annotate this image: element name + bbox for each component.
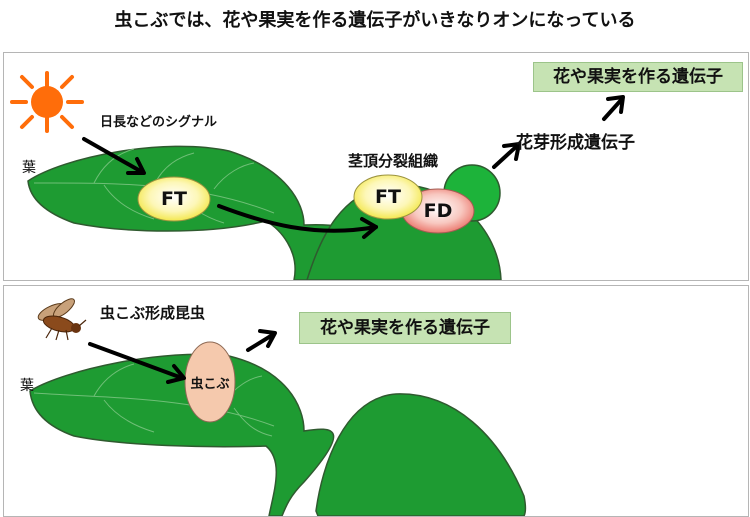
ft2-label: FT: [375, 186, 401, 208]
top-panel-drawing: [10, 71, 625, 280]
ft-oval: [137, 176, 211, 222]
ft2-oval: [353, 174, 423, 220]
panel-flowering-pathway: 葉 日長などのシグナル FT 茎頂分裂組織 FT FD 花芽形成遺伝子 花や果実…: [3, 52, 749, 281]
arrow-gall-to-result: [246, 329, 277, 352]
ft-label: FT: [161, 188, 187, 210]
insect-icon: [37, 298, 87, 341]
bottom-leaf-label: 葉: [20, 378, 34, 394]
gall-label: 虫こぶ: [190, 377, 230, 392]
bottom-apex-shape: [315, 393, 527, 516]
gall-oval: [184, 341, 236, 423]
apex-label: 茎頂分裂組織: [348, 152, 439, 170]
bottom-leaf-veins: [33, 363, 275, 437]
bottom-result-box: 花や果実を作る遺伝子: [299, 312, 511, 344]
top-result-box: 花や果実を作る遺伝子: [533, 62, 743, 92]
leaf-label: 葉: [22, 160, 36, 176]
flower-bud-gene-label: 花芽形成遺伝子: [516, 133, 635, 153]
arrow-insect-to-gall: [88, 342, 186, 384]
signal-label: 日長などのシグナル: [100, 115, 218, 130]
sun-icon: [10, 71, 84, 133]
page-title: 虫こぶでは、花や果実を作る遺伝子がいきなりオンになっている: [114, 10, 636, 31]
bottom-panel-drawing: [29, 298, 527, 516]
fd-label: FD: [423, 200, 453, 222]
arrow-to-result: [602, 95, 625, 121]
insect-label: 虫こぶ形成昆虫: [100, 304, 206, 322]
arrow-ft-to-apex: [217, 204, 378, 239]
panel-gall-pathway: 虫こぶ形成昆虫 葉 虫こぶ 花や果実を作る遺伝子: [3, 285, 749, 517]
arrow-to-flower-gene: [492, 142, 521, 169]
arrow-signal-to-leaf: [82, 137, 146, 175]
